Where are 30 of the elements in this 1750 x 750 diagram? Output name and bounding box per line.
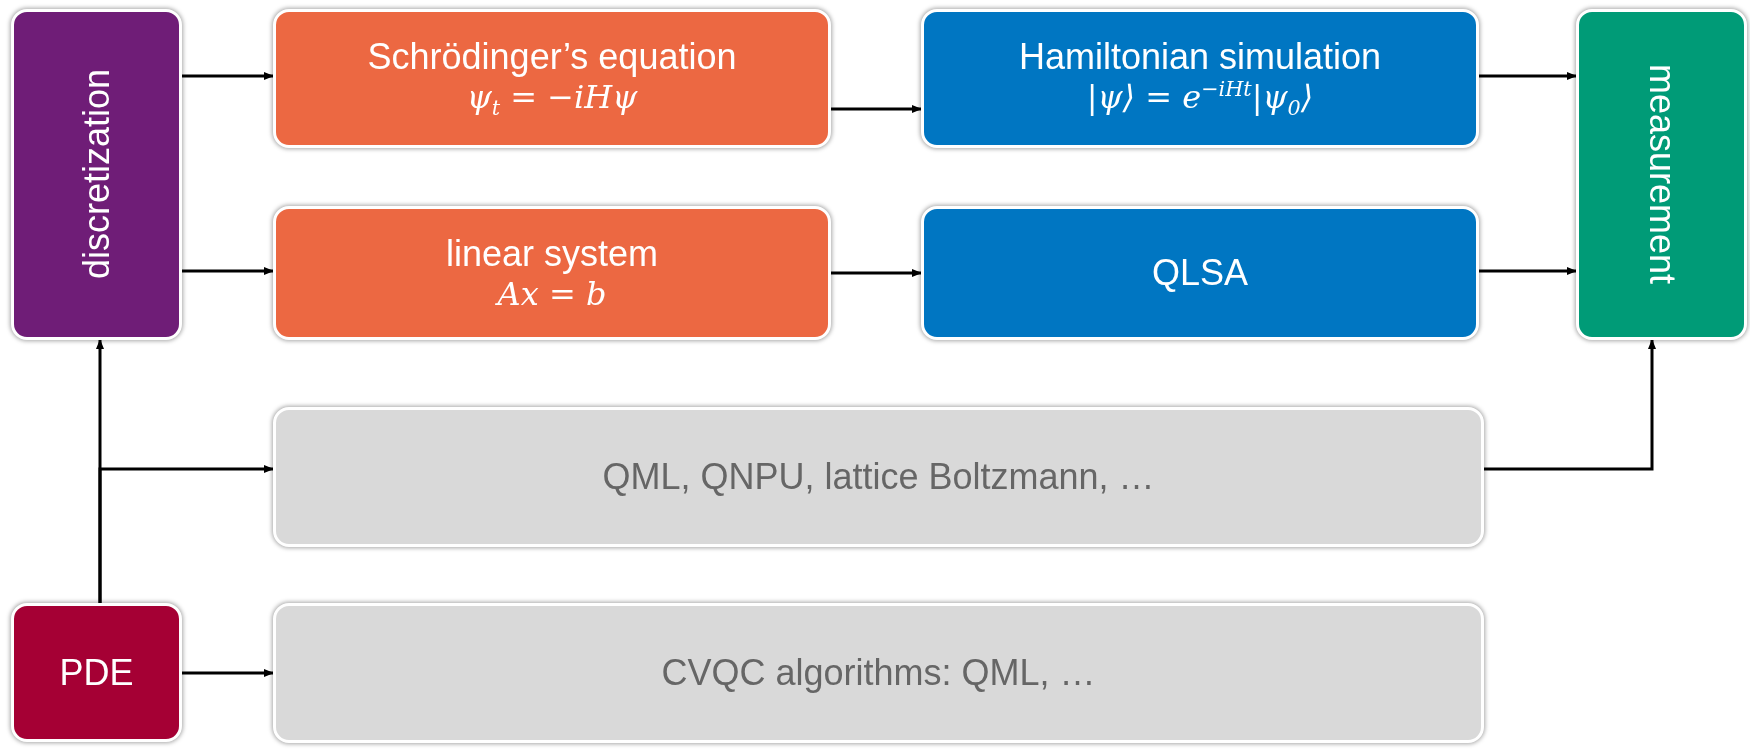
box-label: QLSA — [1151, 252, 1248, 294]
arrow — [98, 465, 274, 603]
equation: |ψ⟩ = e$^{−iHt}$|ψ$_{0}$⟩ — [1086, 77, 1314, 122]
arrow — [182, 267, 274, 275]
box-label: Schrödinger’s equation — [367, 36, 737, 78]
box-label: discretization — [75, 69, 118, 280]
equation: Ax = b — [497, 274, 607, 313]
arrow — [1479, 72, 1577, 80]
arrow — [1479, 267, 1577, 275]
process-box — [273, 603, 1484, 743]
process-box — [273, 407, 1484, 547]
process-box — [273, 206, 831, 340]
process-box — [921, 206, 1479, 340]
process-box — [273, 9, 831, 148]
box-label: linear system — [445, 233, 659, 275]
box-label: QML, QNPU, lattice Boltzmann, … — [602, 456, 1155, 498]
arrow — [831, 105, 922, 113]
box-label: PDE — [59, 651, 134, 694]
equation: ψ$_{t}$ = −iHψ — [466, 77, 638, 121]
arrow — [831, 269, 922, 277]
box-label: CVQC algorithms: QML, … — [661, 652, 1096, 694]
input-box — [11, 603, 182, 742]
box-label: Hamiltonian simulation — [1018, 35, 1382, 78]
process-box — [921, 9, 1479, 148]
process-box — [11, 9, 182, 340]
process-box — [1576, 9, 1747, 340]
arrow — [182, 72, 274, 80]
arrow — [1484, 339, 1656, 471]
box-label: measurement — [1640, 64, 1683, 285]
arrow — [182, 669, 274, 677]
